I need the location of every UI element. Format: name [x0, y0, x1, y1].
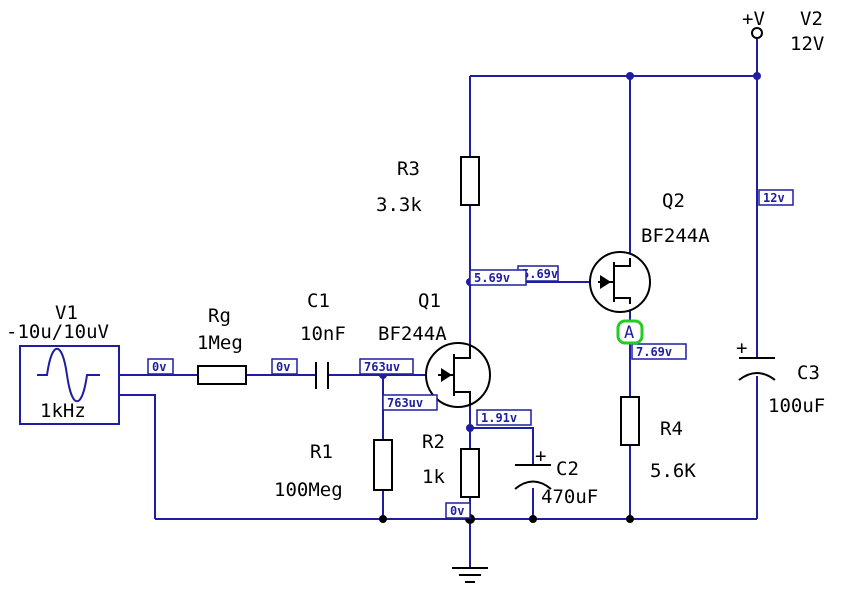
- resistor-rg[interactable]: [197, 365, 247, 385]
- probe-box: [445, 502, 471, 519]
- resistor-icon: [460, 156, 480, 206]
- capacitor-curved-plate: [514, 480, 552, 490]
- c2-polarity: +: [535, 445, 546, 467]
- resistor-r1[interactable]: [373, 439, 393, 491]
- rg-name: Rg: [208, 305, 231, 327]
- capacitor-c2[interactable]: +: [514, 445, 552, 490]
- supply-value: 12V: [790, 33, 824, 55]
- junction-dot: [626, 72, 634, 80]
- probe-value: 763uv: [364, 360, 400, 374]
- transistor-drain-lead: [454, 345, 471, 359]
- probe-box: [271, 358, 298, 375]
- probe-q1-drain[interactable]: 5.69v: [469, 269, 527, 286]
- q2-value: BF244A: [641, 225, 710, 247]
- resistor-icon: [197, 365, 247, 385]
- capacitor-curved-plate: [738, 372, 776, 381]
- c2-top-wire: [470, 427, 534, 465]
- resistor-icon: [460, 448, 480, 498]
- measurement-marker-a[interactable]: A: [616, 319, 644, 345]
- probe-value: 1.91v: [481, 411, 517, 425]
- r3-value: 3.3k: [376, 194, 422, 216]
- c3-polarity: +: [736, 337, 747, 359]
- r3-name: R3: [397, 158, 420, 180]
- probe-ground[interactable]: 0v: [445, 502, 471, 519]
- probe-q1-source[interactable]: 1.91v: [476, 409, 532, 426]
- junction-dot: [466, 424, 474, 432]
- source-v1[interactable]: 1kHz: [19, 345, 120, 425]
- junction-dot: [379, 515, 387, 523]
- transistor-body: [589, 251, 651, 313]
- junction-dot: [753, 72, 761, 80]
- capacitor-c3[interactable]: +: [736, 337, 776, 381]
- transistor-source-lead: [614, 297, 631, 304]
- probe-value: 12v: [763, 191, 785, 205]
- transistor-drain-lead: [614, 258, 631, 267]
- r2-value: 1k: [422, 466, 445, 488]
- gate-arrow-icon: [441, 368, 452, 382]
- q2-name: Q2: [662, 190, 685, 212]
- probe-value: 0v: [276, 360, 290, 374]
- q1-name: Q1: [418, 290, 441, 312]
- source-amplitude: -10u/10uV: [6, 321, 109, 343]
- resistor-r2[interactable]: [460, 448, 480, 498]
- junction-dot: [626, 515, 634, 523]
- r4-name: R4: [660, 418, 683, 440]
- r2-name: R2: [422, 431, 445, 453]
- source-name: V1: [55, 302, 78, 324]
- gate-arrow-icon: [600, 275, 611, 289]
- c1-value: 10nF: [300, 323, 346, 345]
- probe-box: [476, 409, 532, 426]
- r4-value: 5.6K: [650, 460, 696, 482]
- resistor-icon: [620, 396, 640, 446]
- supply-terminal-icon: [751, 27, 763, 39]
- supply-terminal[interactable]: +V: [742, 8, 765, 39]
- marker-ring: [616, 319, 644, 345]
- probe-q1-gate-lower[interactable]: 763uv: [382, 394, 438, 411]
- probe-box: [359, 358, 414, 375]
- capacitor-c1[interactable]: [315, 362, 329, 389]
- c3-name: C3: [797, 362, 820, 384]
- probe-box: [469, 269, 527, 286]
- probe-box: [631, 343, 687, 360]
- q1-value: BF244A: [378, 323, 447, 345]
- probe-value: 7.69v: [636, 345, 672, 359]
- source-frequency: 1kHz: [40, 400, 86, 422]
- probe-value: 763uv: [387, 396, 423, 410]
- probe-value: 5.69v: [474, 271, 510, 285]
- rg-value: 1Meg: [197, 332, 243, 354]
- jfet-q2[interactable]: [589, 251, 651, 313]
- resistor-r3[interactable]: [460, 156, 480, 206]
- supply-terminal-label: +V: [742, 8, 765, 30]
- probe-q2-gate[interactable]: 5.69v: [517, 265, 559, 282]
- transistor-source-lead: [454, 391, 471, 405]
- probe-q2-source[interactable]: 7.69v: [631, 343, 687, 360]
- probe-box: [147, 358, 174, 375]
- source-return-wire: [120, 394, 156, 519]
- probe-value: 0v: [450, 504, 464, 518]
- junction-dot: [529, 515, 537, 523]
- r1-name: R1: [310, 441, 333, 463]
- resistor-r4[interactable]: [620, 396, 640, 446]
- probe-box: [382, 394, 438, 411]
- probe-box: [758, 189, 794, 206]
- transistor-body: [425, 342, 491, 408]
- probe-q1-gate[interactable]: 763uv: [359, 358, 414, 375]
- r1-value: 100Meg: [274, 479, 343, 501]
- probe-rg-out[interactable]: 0v: [271, 358, 298, 375]
- c1-name: C1: [307, 290, 330, 312]
- c2-name: C2: [556, 458, 579, 480]
- ground-icon: [452, 567, 488, 583]
- sine-wave-icon: [37, 348, 100, 402]
- c3-value: 100uF: [768, 395, 825, 417]
- marker-label: A: [624, 323, 634, 343]
- resistor-icon: [373, 439, 393, 491]
- c2-value: 470uF: [541, 486, 598, 508]
- jfet-q1[interactable]: [425, 342, 491, 408]
- supply-name: V2: [800, 8, 823, 30]
- probe-supply-rail[interactable]: 12v: [758, 189, 794, 206]
- probe-value: 5.69v: [522, 267, 558, 281]
- probe-source-out[interactable]: 0v: [147, 358, 174, 375]
- probe-value: 0v: [152, 360, 166, 374]
